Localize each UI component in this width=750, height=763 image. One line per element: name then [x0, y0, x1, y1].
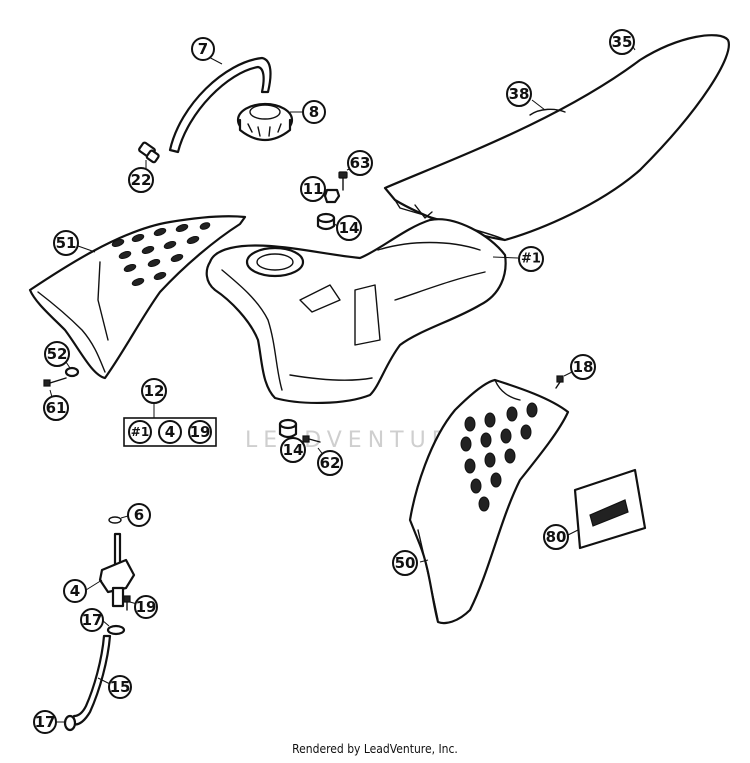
svg-text:4: 4 — [70, 582, 80, 600]
screw-19 — [123, 595, 138, 611]
callout-51: 51 — [53, 230, 79, 256]
callout-52: 52 — [44, 341, 70, 367]
kit-item-4: 4 — [158, 420, 182, 444]
bushing-14-lower — [278, 418, 298, 445]
left-shroud-51 — [28, 215, 247, 380]
fuel-hose-15 — [70, 634, 112, 726]
svg-text:6: 6 — [134, 506, 144, 524]
callout-19: 19 — [134, 595, 158, 619]
fuel-tap-4 — [85, 532, 136, 608]
svg-text:17: 17 — [82, 611, 103, 629]
kit-box — [123, 417, 217, 447]
svg-text:11: 11 — [303, 180, 324, 198]
callout-6: 6 — [127, 503, 151, 527]
svg-text:52: 52 — [47, 345, 68, 363]
svg-text:38: 38 — [509, 85, 530, 103]
svg-text:#1: #1 — [131, 425, 149, 439]
svg-text:4: 4 — [165, 423, 175, 441]
svg-text:22: 22 — [131, 171, 152, 189]
callout-22: 22 — [128, 167, 154, 193]
screw-18 — [555, 371, 573, 389]
bushing-14-upper — [316, 212, 339, 231]
callout-80: 80 — [543, 524, 569, 550]
callout-1: #1 — [518, 246, 544, 272]
svg-text:18: 18 — [573, 358, 594, 376]
svg-text:35: 35 — [612, 33, 633, 51]
callout-62: 62 — [317, 450, 343, 476]
fuel-cap-8 — [236, 102, 305, 142]
callout-17-upper: 17 — [80, 608, 104, 632]
callout-8: 8 — [302, 100, 326, 124]
callout-35: 35 — [609, 29, 635, 55]
callout-15: 15 — [108, 675, 132, 699]
kit-12 — [123, 402, 217, 447]
svg-text:61: 61 — [46, 399, 67, 417]
clamp-17-lower — [56, 714, 77, 732]
callout-7: 7 — [191, 37, 215, 61]
screw-61 — [43, 377, 67, 398]
callout-18: 18 — [570, 354, 596, 380]
callout-38: 38 — [506, 81, 532, 107]
svg-text:17: 17 — [35, 713, 56, 731]
svg-text:80: 80 — [546, 528, 567, 546]
svg-text:51: 51 — [56, 234, 77, 252]
callout-17-lower: 17 — [33, 710, 57, 734]
callout-12: 12 — [141, 378, 167, 404]
svg-text:14: 14 — [339, 219, 360, 237]
callout-4: 4 — [63, 579, 87, 603]
seat-35 — [383, 34, 730, 242]
callout-50: 50 — [392, 550, 418, 576]
callout-14-lower: 14 — [280, 437, 306, 463]
screw-62 — [302, 435, 325, 457]
o-ring-6 — [108, 515, 129, 524]
clamp-17-upper — [101, 619, 126, 636]
svg-text:62: 62 — [320, 454, 341, 472]
callout-61: 61 — [43, 395, 69, 421]
decal-80 — [567, 468, 647, 550]
svg-text:7: 7 — [198, 40, 208, 58]
footer-credit: Rendered by LeadVenture, Inc. — [292, 742, 458, 756]
right-shroud-50 — [408, 378, 570, 625]
svg-text:19: 19 — [190, 423, 211, 441]
fuel-tank-1 — [205, 218, 519, 404]
svg-text:15: 15 — [110, 678, 131, 696]
kit-item-1: #1 — [128, 420, 152, 444]
kit-item-19: 19 — [188, 420, 212, 444]
svg-text:8: 8 — [309, 103, 319, 121]
washer-52 — [64, 361, 80, 378]
svg-text:14: 14 — [283, 441, 304, 459]
callout-11: 11 — [300, 176, 326, 202]
fitting-22 — [138, 141, 160, 170]
svg-text:#1: #1 — [521, 252, 541, 267]
svg-text:63: 63 — [350, 154, 371, 172]
callout-63: 63 — [347, 150, 373, 176]
callout-14-upper: 14 — [336, 215, 362, 241]
svg-text:19: 19 — [136, 598, 157, 616]
svg-text:50: 50 — [395, 554, 416, 572]
svg-text:12: 12 — [144, 382, 165, 400]
